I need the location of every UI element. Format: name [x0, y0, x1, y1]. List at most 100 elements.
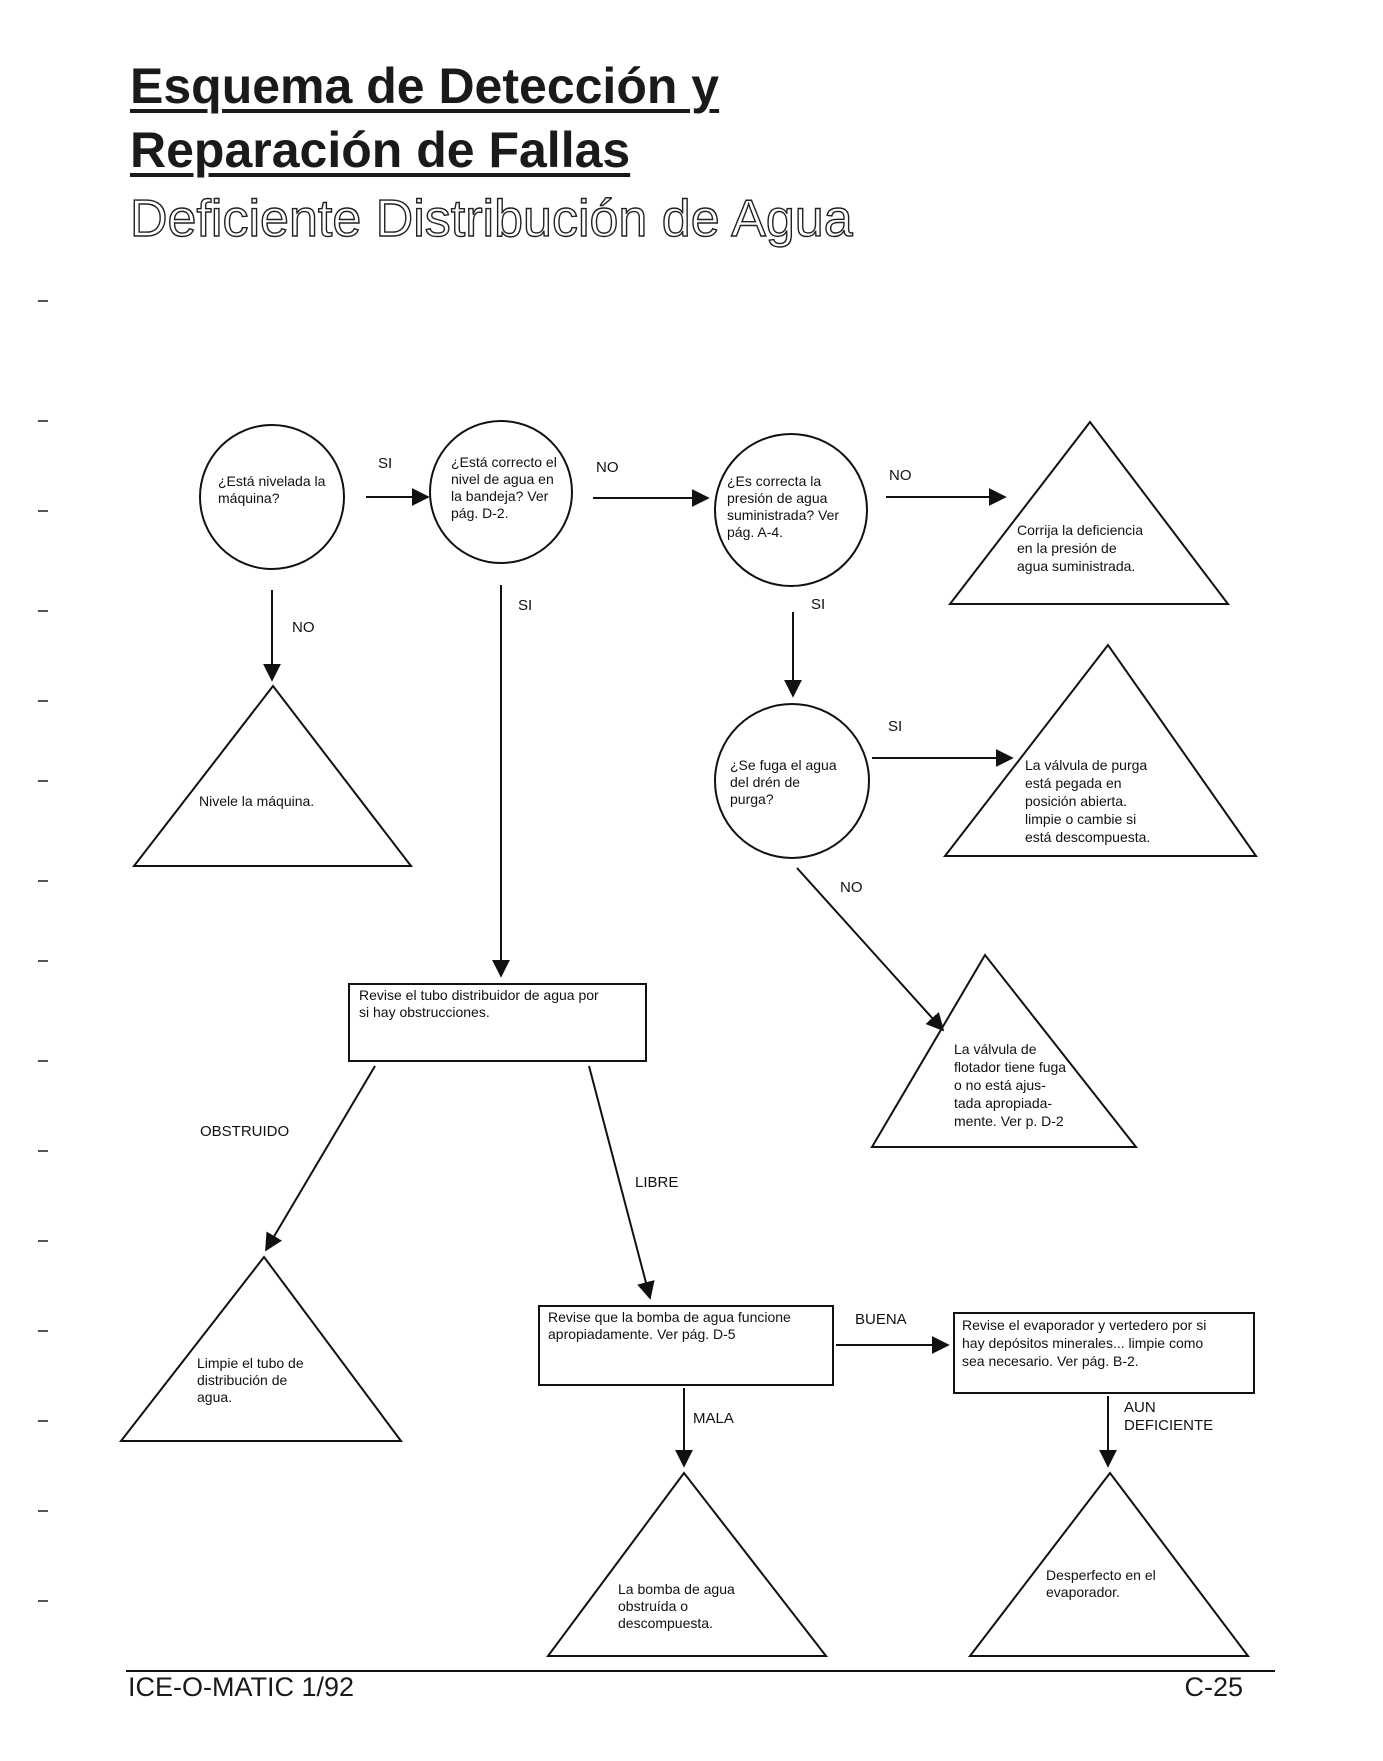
text-line: descompuesta. [618, 1615, 713, 1631]
label-no-4: NO [840, 879, 863, 896]
text-line: La válvula de [954, 1041, 1037, 1057]
text-line: ¿Está correcto el [451, 454, 557, 470]
text-line: está pegada en [1025, 775, 1122, 791]
step-revise-evaporador [953, 1312, 1255, 1394]
text-line: ¿Es correcta la [727, 473, 821, 489]
action-valvula-flotador [870, 953, 1139, 1148]
label-mala: MALA [693, 1410, 734, 1427]
edge-tubo-obstruido [265, 1065, 376, 1252]
text-line: purga? [730, 791, 774, 807]
text-line: Revise el tubo distribuidor de agua por [359, 987, 599, 1003]
text-line: tada apropiada- [954, 1095, 1052, 1111]
label-buena: BUENA [855, 1311, 907, 1328]
text-a-nivele: Nivele la máquina. [199, 793, 314, 809]
decision-presion-agua [714, 433, 868, 587]
label-no-3: NO [889, 467, 912, 484]
label-no-1: NO [292, 619, 315, 636]
page-title-line-2: Reparación de Fallas [130, 122, 631, 178]
text-line: mente. Ver p. D-2 [954, 1113, 1064, 1129]
text-line: distribución de [197, 1372, 287, 1388]
text-line: agua. [197, 1389, 232, 1405]
label-si-2: SI [518, 597, 532, 614]
footer-right: C-25 [1184, 1672, 1243, 1702]
binder-mark [38, 1510, 48, 1512]
text-line: suministrada? Ver [727, 507, 839, 523]
binder-mark [38, 1600, 48, 1602]
action-desperfecto-evaporador [967, 1471, 1251, 1657]
text-line: la bandeja? Ver [451, 488, 549, 504]
label-si-4: SI [888, 718, 902, 735]
binder-mark [38, 1420, 48, 1422]
decision-fuga-dren [714, 703, 870, 859]
text-line: La válvula de purga [1025, 757, 1147, 773]
text-line: Limpie el tubo de [197, 1355, 304, 1371]
edge-tubo-libre [588, 1065, 655, 1300]
text-line: máquina? [218, 490, 280, 506]
text-line: flotador tiene fuga [954, 1059, 1066, 1075]
binder-mark [38, 300, 48, 302]
text-line: limpie o cambie si [1025, 811, 1136, 827]
decision-maquina-nivelada [199, 424, 345, 570]
text-line: obstruída o [618, 1598, 688, 1614]
text-line: DEFICIENTE [1124, 1417, 1213, 1434]
label-libre: LIBRE [635, 1174, 678, 1191]
text-line: Revise el evaporador y vertedero por si [962, 1317, 1206, 1333]
decision-nivel-agua [429, 420, 573, 564]
text-line: Corrija la deficiencia [1017, 522, 1143, 538]
text-line: Nivele la máquina. [199, 793, 314, 809]
binder-mark [38, 780, 48, 782]
text-line: apropiadamente. Ver pág. D-5 [548, 1326, 736, 1342]
text-line: pág. D-2. [451, 505, 509, 521]
text-line: está descompuesta. [1025, 829, 1150, 845]
binder-mark [38, 1060, 48, 1062]
text-line: en la presión de [1017, 540, 1117, 556]
text-a-valvula-purga: La válvula de purga está pegada en posició… [1025, 757, 1150, 845]
action-limpie-tubo [118, 1255, 403, 1442]
binder-mark [38, 1330, 48, 1332]
text-line: hay depósitos minerales... limpie como [962, 1335, 1203, 1351]
label-si-3: SI [811, 596, 825, 613]
action-bomba-mala [546, 1471, 829, 1657]
text-line: ¿Está nivelada la [218, 473, 326, 489]
text-line: sea necesario. Ver pág. B-2. [962, 1353, 1139, 1369]
text-line: La bomba de agua [618, 1581, 735, 1597]
text-line: evaporador. [1046, 1584, 1120, 1600]
text-line: pág. A-4. [727, 524, 783, 540]
label-obstruido: OBSTRUIDO [200, 1123, 289, 1140]
text-line: posición abierta. [1025, 793, 1127, 809]
page-subtitle: Deficiente Distribución de Agua [129, 189, 853, 248]
binder-mark [38, 960, 48, 962]
text-b-evaporador: Revise el evaporador y vertedero por si h… [962, 1317, 1206, 1369]
step-revise-tubo [348, 983, 647, 1062]
edge-fuga-no [796, 867, 945, 1032]
text-line: agua suministrada. [1017, 558, 1135, 574]
binder-mark [38, 880, 48, 882]
binder-mark [38, 700, 48, 702]
binder-mark [38, 510, 48, 512]
text-line: AUN [1124, 1399, 1156, 1416]
label-no-2: NO [596, 459, 619, 476]
action-corrija-presion [947, 420, 1231, 605]
label-si-1: SI [378, 455, 392, 472]
action-valvula-purga [942, 643, 1258, 857]
footer-left: ICE-O-MATIC 1/92 [128, 1672, 355, 1702]
text-line: presión de agua [727, 490, 828, 506]
binder-mark [38, 1240, 48, 1242]
text-line: nivel de agua en [451, 471, 554, 487]
text-a-corrija: Corrija la deficiencia en la presión de ag… [1017, 522, 1143, 574]
text-line: del drén de [730, 774, 800, 790]
text-line: ¿Se fuga el agua [730, 757, 837, 773]
text-line: Desperfecto en el [1046, 1567, 1156, 1583]
binder-mark [38, 420, 48, 422]
